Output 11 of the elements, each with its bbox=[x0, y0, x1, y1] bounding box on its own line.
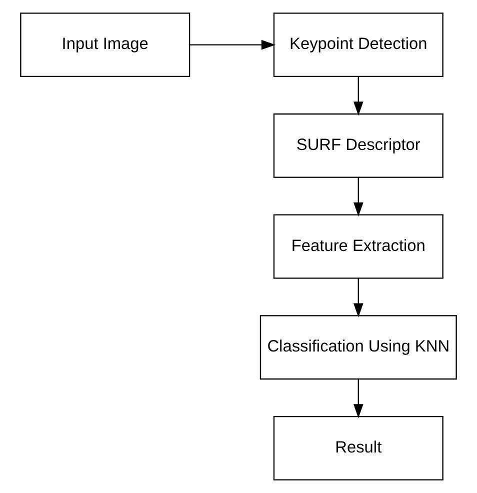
node-box: SURF Descriptor bbox=[273, 113, 444, 178]
arrow bbox=[353, 278, 364, 318]
node-box: Classification Using KNN bbox=[260, 315, 457, 380]
node-box: Feature Extraction bbox=[273, 214, 444, 279]
node-box: Keypoint Detection bbox=[273, 12, 444, 78]
arrow bbox=[190, 40, 276, 50]
node-box: Result bbox=[273, 416, 444, 480]
arrow bbox=[353, 76, 364, 116]
arrow bbox=[353, 177, 364, 216]
node-box: Input Image bbox=[20, 12, 190, 78]
arrow bbox=[353, 379, 364, 418]
